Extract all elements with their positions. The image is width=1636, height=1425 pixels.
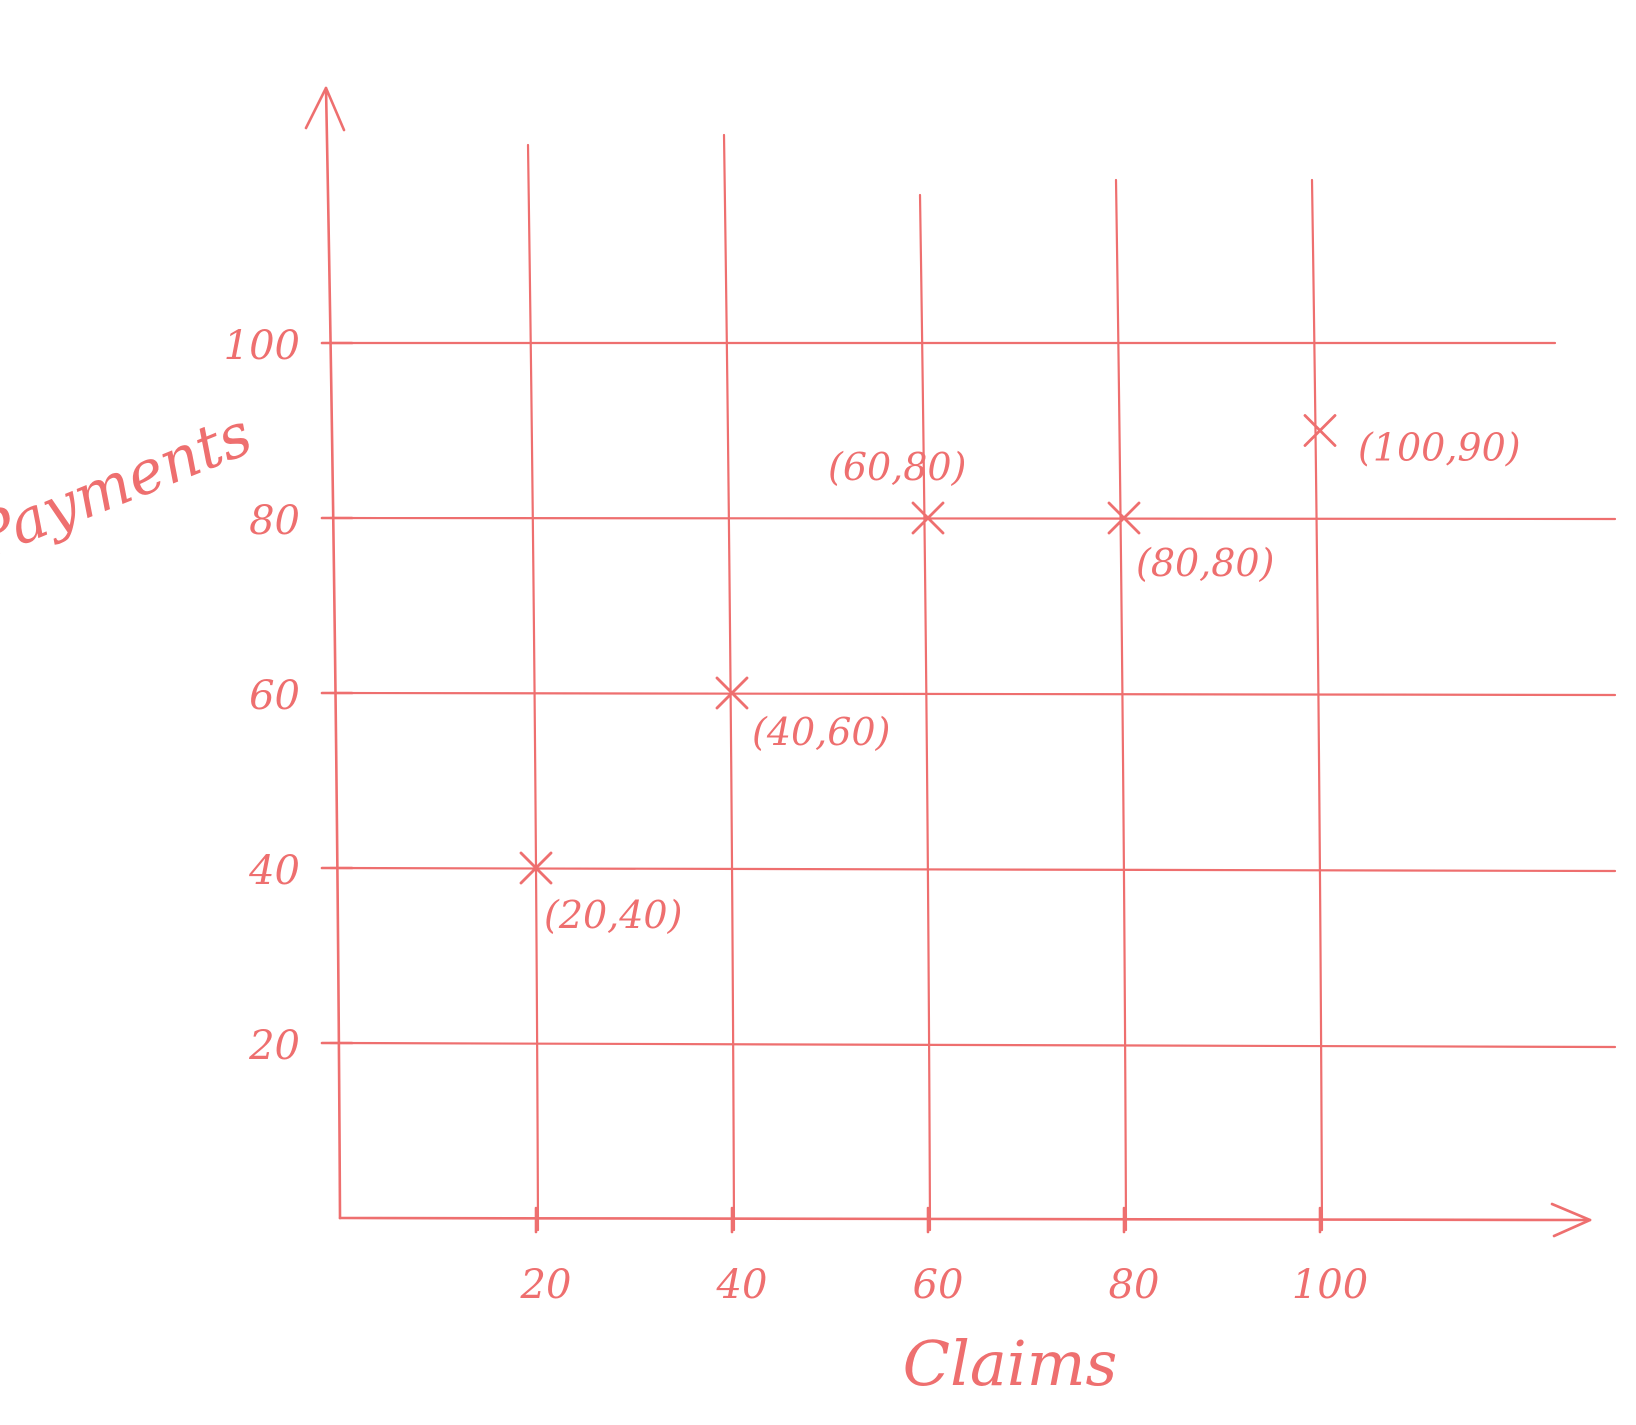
- point-marker: [519, 851, 553, 885]
- x-axis-arrowhead: [1550, 1202, 1592, 1238]
- x-tick-label: 20: [520, 1262, 572, 1308]
- grid-line-vertical: [722, 133, 736, 1232]
- y-axis-line: [324, 86, 342, 1220]
- point-label: (20,40): [544, 893, 682, 937]
- grid-line-vertical: [1114, 178, 1128, 1232]
- grid-lines: [328, 133, 1617, 1232]
- x-axis-line: [338, 1216, 1592, 1222]
- y-axis-title: Payments: [0, 399, 262, 574]
- data-points: [519, 414, 1337, 885]
- x-tick-label: 80: [1109, 1262, 1160, 1308]
- y-tick-label: 40: [248, 848, 300, 894]
- grid-line-horizontal: [328, 516, 1617, 521]
- grid-line-horizontal: [328, 691, 1617, 697]
- grid-line-horizontal: [328, 340, 1557, 345]
- x-tick-label: 40: [716, 1262, 768, 1308]
- point-marker: [911, 501, 945, 535]
- point-labels: (20,40) (40,60) (60,80) (80,80) (100,90): [544, 426, 1521, 938]
- point-label: (60,80): [828, 445, 966, 489]
- x-tick-label: 60: [913, 1262, 964, 1308]
- grid-line-vertical: [1310, 178, 1324, 1232]
- point-label: (100,90): [1358, 426, 1521, 470]
- y-tick-label: 80: [249, 498, 300, 544]
- point-marker: [715, 676, 749, 710]
- y-axis-arrowhead: [304, 86, 346, 132]
- x-tick-label: 100: [1292, 1262, 1368, 1308]
- point-label: (80,80): [1136, 541, 1274, 585]
- point-label: (40,60): [752, 710, 890, 754]
- tick-labels: 20 40 60 80 100 20 40 60 80 100: [224, 323, 1369, 1308]
- point-marker: [1107, 501, 1141, 535]
- y-tick-label: 20: [248, 1023, 300, 1069]
- y-tick-label: 100: [224, 323, 300, 369]
- grid-line-horizontal: [328, 1041, 1617, 1049]
- axes: [304, 86, 1592, 1238]
- point-marker: [1303, 414, 1337, 447]
- x-axis-title: Claims: [903, 1327, 1118, 1400]
- grid-line-vertical: [526, 143, 540, 1232]
- y-tick-label: 60: [249, 673, 300, 719]
- grid-line-horizontal: [328, 866, 1617, 873]
- grid-line-vertical: [918, 193, 932, 1232]
